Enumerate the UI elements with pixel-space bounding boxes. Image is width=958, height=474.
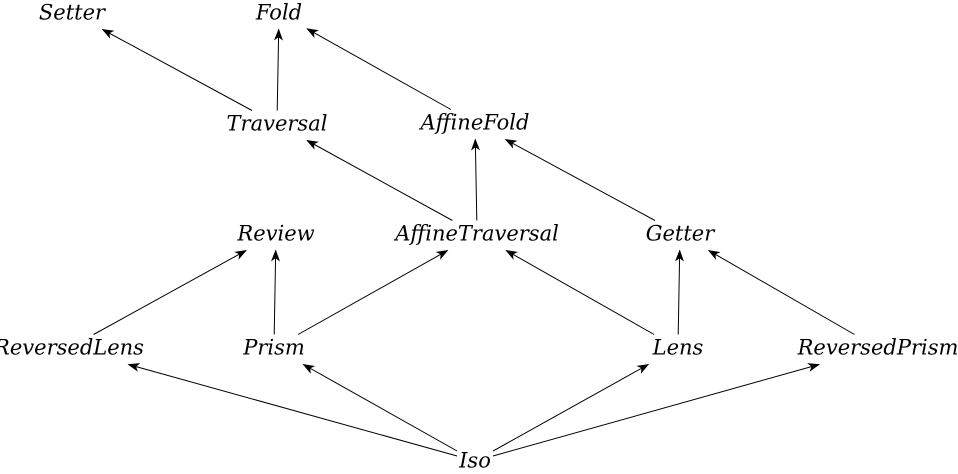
edge-traversal-to-fold [273, 28, 283, 111]
node-setter: Setter [38, 0, 106, 25]
node-affine-fold: AffineFold [420, 110, 530, 135]
node-lens: Lens [652, 335, 704, 360]
node-getter: Getter [645, 221, 715, 246]
node-iso: Iso [459, 448, 491, 473]
edge-iso-to-reversed-prism [492, 363, 820, 457]
edge-iso-to-lens [492, 364, 650, 452]
edge-reversed-lens-to-review [93, 250, 247, 335]
edge-affine-traversal-to-traversal [306, 140, 453, 221]
node-fold: Fold [255, 0, 303, 25]
edge-prism-to-review [271, 249, 281, 335]
node-reversed-lens: ReversedLens [0, 335, 144, 360]
edge-affine-fold-to-fold [306, 28, 452, 110]
edge-getter-to-affine-fold [504, 139, 656, 221]
edge-iso-to-prism [302, 364, 458, 452]
edge-prism-to-affine-traversal [297, 250, 449, 335]
node-review: Review [237, 221, 315, 246]
edge-affine-traversal-to-affine-fold [471, 138, 481, 221]
node-prism: Prism [243, 335, 305, 360]
node-reversed-prism: ReversedPrism [797, 335, 958, 360]
edge-lens-to-getter [675, 249, 685, 335]
edge-lens-to-affine-traversal [505, 250, 655, 335]
edge-traversal-to-setter [101, 29, 253, 111]
edge-reversed-prism-to-getter [707, 250, 855, 335]
edge-iso-to-reversed-lens [127, 363, 458, 457]
node-affine-traversal: AffineTraversal [395, 221, 559, 246]
node-traversal: Traversal [226, 111, 328, 136]
